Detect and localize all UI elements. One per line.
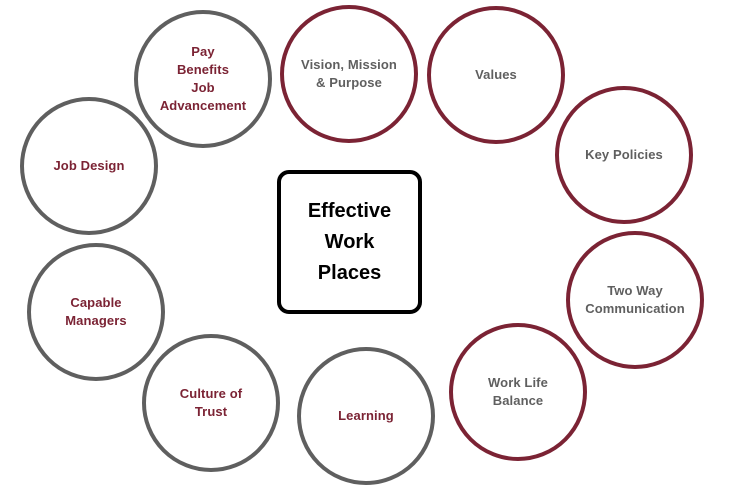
node-label: Learning	[338, 408, 394, 423]
node-two-way-communication: Two Way Communication	[566, 231, 704, 369]
node-label: Pay Benefits Job Advancement	[159, 44, 247, 113]
node-pay-benefits-advancement: Pay Benefits Job Advancement	[134, 10, 272, 148]
node-label: Values	[475, 67, 517, 82]
node-vision-mission-purpose: Vision, Mission & Purpose	[280, 5, 418, 143]
node-label: Job Design	[53, 158, 125, 173]
node-key-policies: Key Policies	[555, 86, 693, 224]
node-label: Key Policies	[585, 147, 663, 162]
node-capable-managers: Capable Managers	[27, 243, 165, 381]
node-label: Culture of Trust	[179, 386, 243, 419]
center-title: Effective Work Places	[307, 199, 392, 284]
center-title-box: Effective Work Places	[277, 170, 422, 314]
node-learning: Learning	[297, 347, 435, 485]
node-job-design: Job Design	[20, 97, 158, 235]
node-culture-of-trust: Culture of Trust	[142, 334, 280, 472]
node-label: Vision, Mission & Purpose	[301, 57, 397, 90]
node-label: Two Way Communication	[585, 283, 685, 316]
node-label: Capable Managers	[65, 295, 127, 328]
node-values: Values	[427, 6, 565, 144]
node-work-life-balance: Work Life Balance	[449, 323, 587, 461]
node-label: Work Life Balance	[488, 375, 548, 408]
